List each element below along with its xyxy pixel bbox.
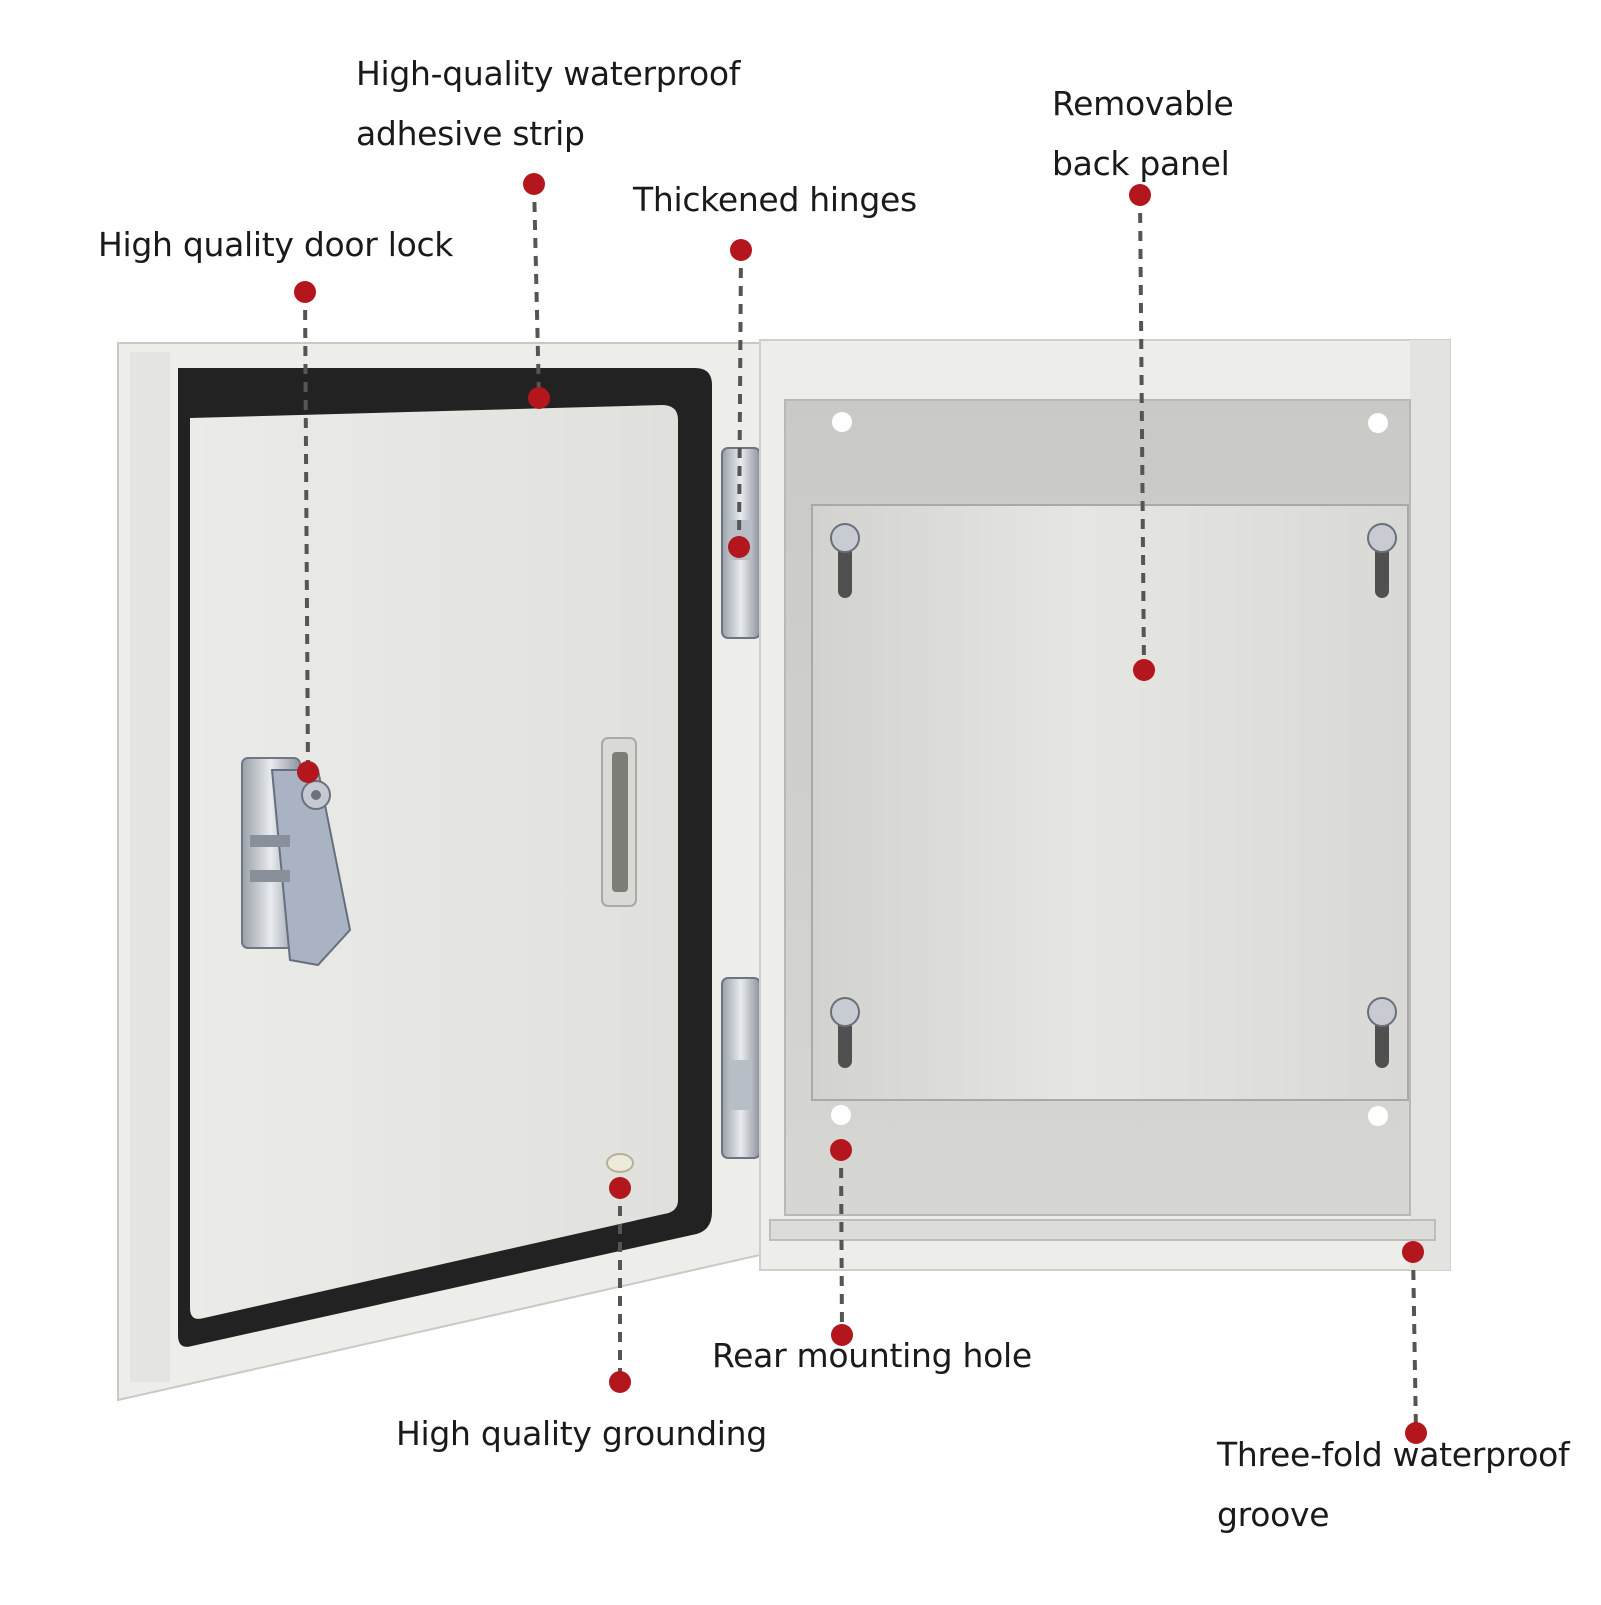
door-inner-edge [130, 352, 170, 1382]
leader-line-rear [839, 1149, 844, 1336]
marker-hinges [728, 536, 750, 558]
marker-lock [297, 761, 319, 783]
label-grounding-line1: High quality grounding [396, 1414, 767, 1453]
label-hinges-line1: Thickened hinges [633, 180, 917, 219]
marker-strip-top [523, 173, 545, 195]
label-grounding: High quality grounding [396, 1404, 767, 1464]
label-hinges: Thickened hinges [633, 170, 917, 230]
body-right-flange [1410, 340, 1450, 1270]
label-door-lock-line1: High quality door lock [98, 225, 454, 264]
label-waterproof-strip: High-quality waterproof adhesive strip [356, 44, 740, 164]
marker-lock-top [294, 281, 316, 303]
leader-line-lock [303, 291, 310, 773]
label-waterproof-strip-line2: adhesive strip [356, 114, 585, 153]
label-back-panel: Removable back panel [1052, 74, 1234, 194]
marker-groove-bottom [1405, 1422, 1427, 1444]
marker-rear [830, 1139, 852, 1161]
label-waterproof-strip-line1: High-quality waterproof [356, 54, 741, 93]
label-waterproof-groove-line2: groove [1217, 1495, 1330, 1534]
label-door-lock: High quality door lock [98, 215, 453, 275]
door [117, 342, 761, 1402]
label-waterproof-groove: Three-fold waterproof groove [1217, 1425, 1570, 1545]
label-rear-mounting-hole: Rear mounting hole [712, 1326, 1032, 1386]
waterproof-groove [769, 1219, 1436, 1241]
leader-line-panel [1138, 194, 1146, 671]
label-back-panel-line1: Removable [1052, 84, 1234, 123]
markers [294, 173, 1427, 1444]
label-rear-mounting-hole-line1: Rear mounting hole [712, 1336, 1032, 1375]
marker-panel [1133, 659, 1155, 681]
back-panel [811, 504, 1409, 1101]
enclosure-body [759, 339, 1451, 1271]
label-waterproof-groove-line1: Three-fold waterproof [1217, 1435, 1570, 1474]
marker-panel-top [1129, 184, 1151, 206]
grounding-stud [606, 1153, 634, 1173]
marker-strip [528, 387, 550, 409]
marker-ground-bottom [609, 1371, 631, 1393]
marker-hinges-top [730, 239, 752, 261]
marker-groove [1402, 1241, 1424, 1263]
marker-ground [609, 1177, 631, 1199]
door-handle-slot [612, 752, 628, 892]
leader-lines [303, 183, 1418, 1434]
door-lock [241, 757, 352, 967]
label-back-panel-line2: back panel [1052, 144, 1230, 183]
rear-mounting-hole [831, 1105, 851, 1125]
leader-line-groove [1411, 1251, 1418, 1434]
marker-rear-bottom [831, 1324, 853, 1346]
panel-fasteners [830, 523, 1397, 1068]
door-inner-face [190, 405, 678, 1319]
leader-line-hinges [737, 249, 743, 548]
